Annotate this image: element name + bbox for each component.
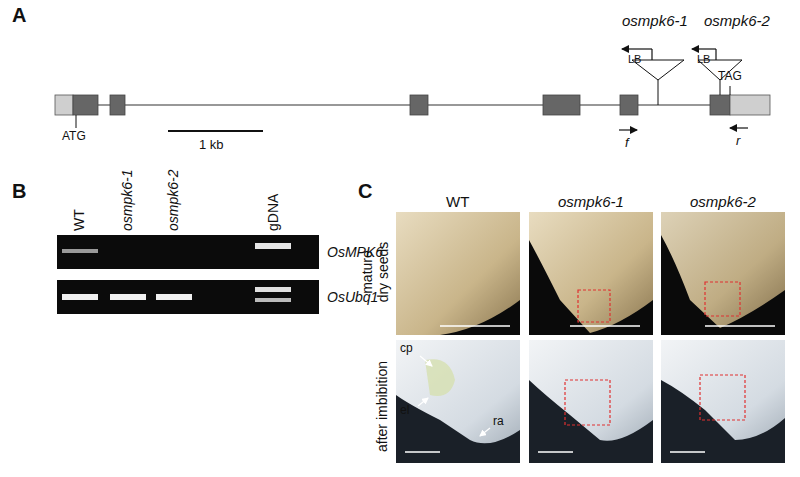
- border-label: LB: [697, 53, 710, 66]
- codon-label: ATG: [62, 130, 86, 144]
- primer-label: r: [736, 134, 740, 149]
- panel-letter: A: [12, 4, 26, 27]
- allele-label: osmpk6-1: [622, 12, 688, 29]
- row-label: mature dry seeds: [359, 239, 391, 305]
- column-label: osmpk6-1: [558, 193, 624, 210]
- tissue-label: ra: [493, 415, 504, 429]
- tissue-label: el: [400, 404, 409, 418]
- lane-label: osmpk6-2: [165, 170, 181, 231]
- scale-label: 1 kb: [199, 138, 224, 153]
- primer-label: f: [625, 136, 629, 151]
- codon-label: TAG: [718, 70, 742, 84]
- gene-model: [55, 49, 770, 131]
- seed-photos: [396, 212, 785, 463]
- allele-label: osmpk6-2: [704, 12, 770, 29]
- column-label: WT: [446, 193, 469, 210]
- row-label: after imbibition: [374, 361, 390, 452]
- panel-letter: B: [12, 180, 26, 203]
- lane-label: WT: [71, 209, 87, 231]
- panel-letter: C: [358, 180, 372, 203]
- lane-label: gDNA: [265, 194, 281, 231]
- border-label: LB: [628, 53, 641, 66]
- column-label: osmpk6-2: [690, 193, 756, 210]
- tissue-label: cp: [400, 342, 413, 356]
- gel-images: [57, 235, 319, 314]
- lane-label: osmpk6-1: [119, 170, 135, 231]
